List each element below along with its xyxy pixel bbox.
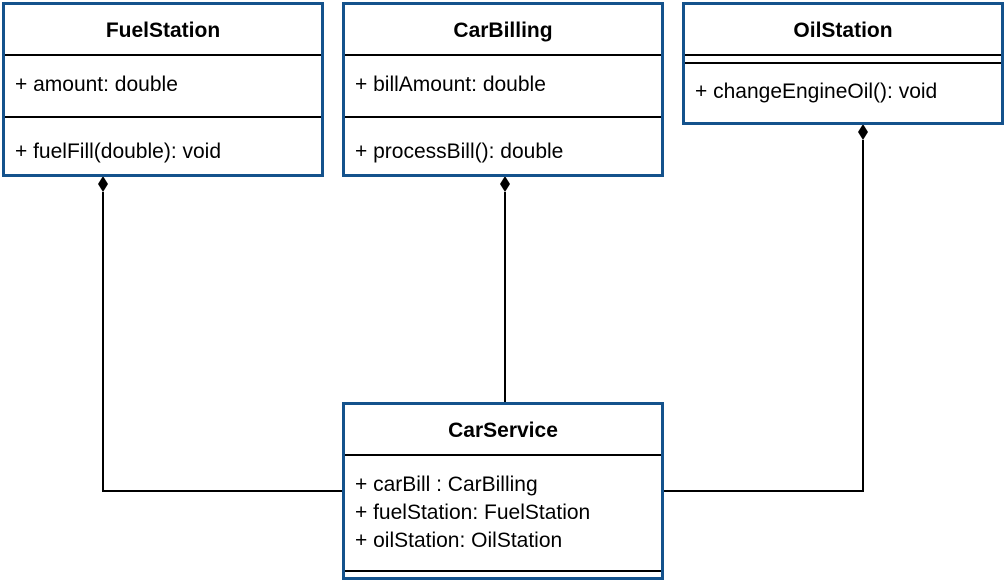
attributes-section: + amount: double (5, 56, 321, 118)
class-oilstation[interactable]: OilStation + changeEngineOil(): void (682, 2, 1004, 125)
operation: + fuelFill(double): void (15, 140, 222, 163)
class-name: CarService (345, 405, 661, 456)
class-fuelstation[interactable]: FuelStation + amount: double + fuelFill(… (2, 2, 324, 177)
operations-section: + changeEngineOil(): void (685, 64, 1001, 106)
operation: + processBill(): double (355, 140, 564, 163)
operations-section: + processBill(): double (345, 118, 661, 166)
composition-diamond-oilstation (858, 124, 868, 140)
attributes-section: + carBill : CarBilling + fuelStation: Fu… (345, 456, 661, 572)
attributes-section (685, 56, 1001, 64)
operation: + changeEngineOil(): void (695, 80, 938, 103)
attribute: + amount: double (15, 73, 178, 96)
attribute: + fuelStation: FuelStation (355, 501, 591, 524)
class-carservice[interactable]: CarService + carBill : CarBilling + fuel… (342, 402, 664, 580)
class-name: CarBilling (345, 5, 661, 56)
composition-diamond-carbilling (500, 176, 510, 192)
class-name: OilStation (685, 5, 1001, 56)
attributes-section: + billAmount: double (345, 56, 661, 118)
class-name: FuelStation (5, 5, 321, 56)
operations-section: + fuelFill(double): void (5, 118, 321, 166)
composition-line-fuelstation (102, 192, 343, 492)
composition-diamond-fuelstation (98, 176, 108, 192)
class-carbilling[interactable]: CarBilling + billAmount: double + proces… (342, 2, 664, 177)
attribute: + oilStation: OilStation (355, 529, 563, 552)
composition-line-oilstation (663, 140, 864, 492)
attribute: + carBill : CarBilling (355, 473, 538, 496)
attribute: + billAmount: double (355, 73, 546, 96)
